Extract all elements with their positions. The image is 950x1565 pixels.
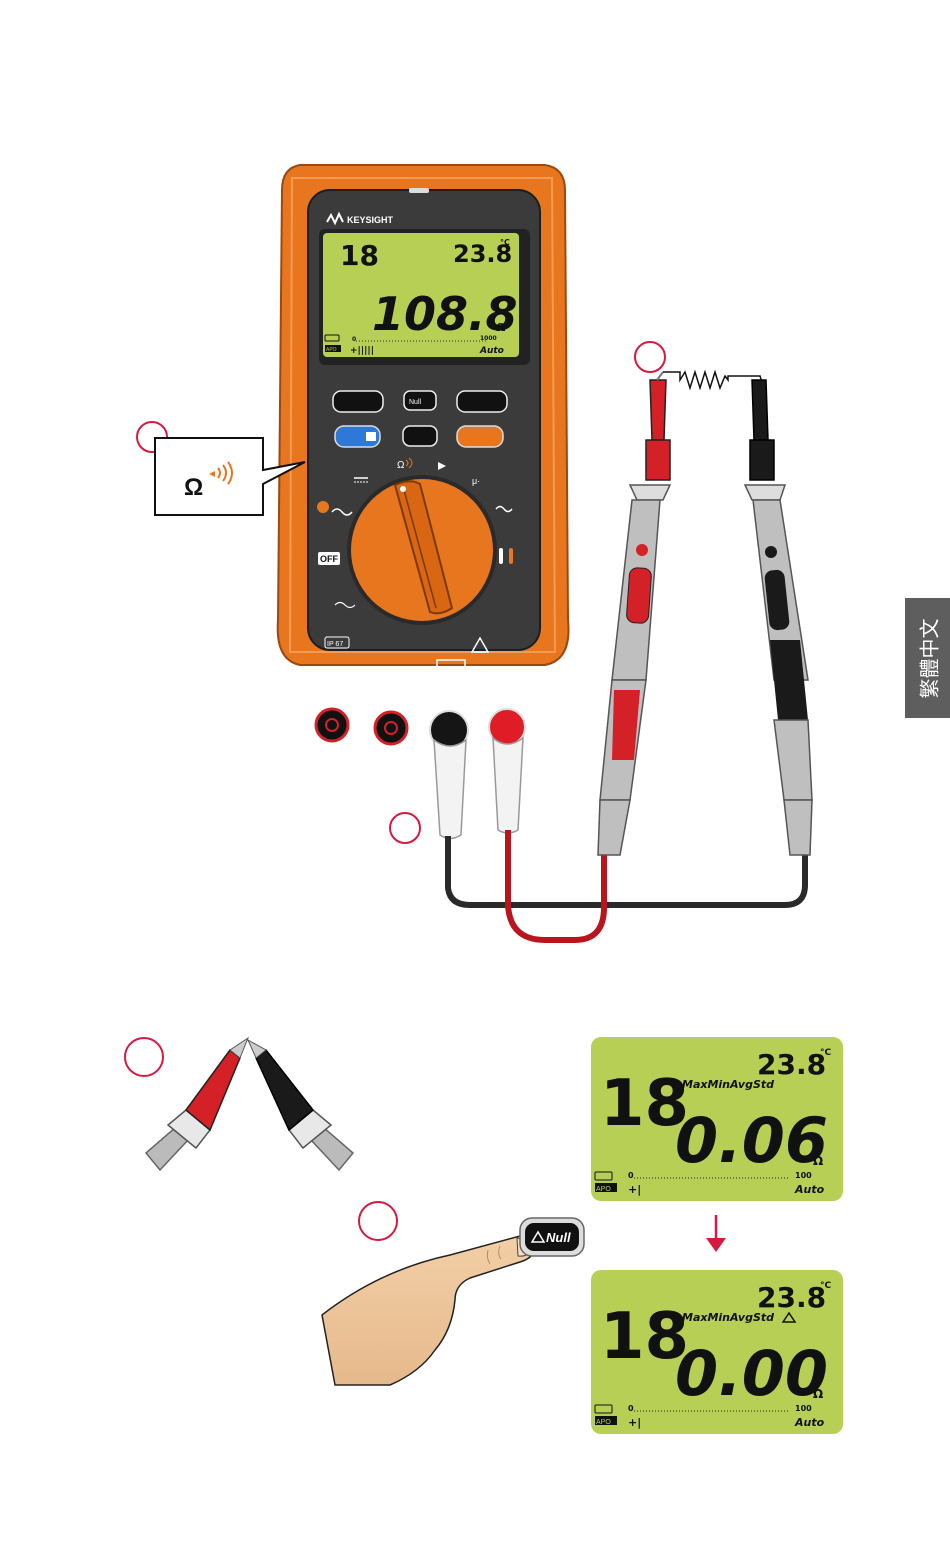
multimeter: KEYSIGHT 18 23.8 °C 108.8 Ω 0 1000 Auto … — [278, 165, 569, 839]
svg-text:APO: APO — [326, 347, 337, 353]
hold-icon — [317, 501, 329, 513]
right-arrow-button[interactable] — [457, 391, 507, 412]
lcd-after-null: 18 MaxMinAvgStd 23.8 °C 0.00 Ω 0 100 Aut… — [591, 1270, 843, 1434]
null-button-closeup[interactable]: Null — [520, 1218, 584, 1256]
svg-text:+|: +| — [628, 1416, 641, 1429]
svg-text:18: 18 — [340, 239, 379, 272]
svg-text:Null: Null — [546, 1230, 571, 1245]
step-marker — [125, 1038, 163, 1076]
svg-text:Null: Null — [409, 399, 422, 406]
shift-icon — [366, 432, 376, 441]
step-marker — [359, 1202, 397, 1240]
svg-text:+|||||: +||||| — [350, 346, 374, 356]
svg-text:°C: °C — [820, 1048, 832, 1058]
svg-text:Ω: Ω — [397, 460, 405, 471]
svg-text:Auto: Auto — [794, 1416, 825, 1429]
main-lcd-unit: Ω — [496, 321, 506, 334]
svg-text:μ·: μ· — [373, 698, 381, 708]
svg-text:Ω: Ω — [813, 1387, 823, 1401]
svg-text:Ω: Ω — [813, 1154, 823, 1168]
svg-text:APO: APO — [596, 1186, 611, 1193]
black-probe — [745, 380, 812, 855]
jack-ma[interactable] — [375, 712, 407, 744]
red-probe — [598, 372, 670, 855]
off-label: OFF — [320, 554, 338, 564]
svg-text:IP 67: IP 67 — [327, 641, 343, 648]
svg-text:APO: APO — [596, 1419, 611, 1426]
orange-button[interactable] — [457, 426, 503, 447]
svg-text:100: 100 — [795, 1404, 812, 1413]
finger-hand — [322, 1236, 535, 1385]
left-arrow-button[interactable] — [333, 391, 383, 412]
language-tab[interactable]: 繁體中文 — [905, 598, 950, 718]
shorted-probes — [146, 1038, 353, 1170]
jack-10a[interactable] — [316, 709, 348, 741]
svg-text:+|: +| — [628, 1183, 641, 1196]
main-lcd-range: Auto — [479, 346, 504, 356]
svg-text:23.8: 23.8 — [757, 1048, 826, 1081]
language-tab-label: 繁體中文 — [913, 618, 942, 698]
svg-text:0: 0 — [352, 336, 356, 343]
svg-text:Ω: Ω — [184, 474, 203, 501]
svg-text:Ω: Ω — [505, 694, 512, 704]
svg-text:0: 0 — [628, 1171, 634, 1180]
svg-text:μ·: μ· — [472, 476, 480, 486]
step-marker — [635, 342, 665, 372]
backlight-button[interactable] — [403, 426, 437, 446]
svg-text:Auto: Auto — [794, 1183, 825, 1196]
after-null-reading: 0.00 — [675, 1337, 828, 1410]
rotary-dial[interactable] — [349, 477, 495, 623]
before-null-reading: 0.06 — [675, 1104, 828, 1177]
svg-text:KEYSIGHT: KEYSIGHT — [347, 215, 394, 225]
svg-text:1000: 1000 — [480, 335, 497, 342]
step-marker — [390, 813, 420, 843]
main-lcd-temp-unit: °C — [500, 238, 510, 247]
svg-text:°C: °C — [820, 1281, 832, 1291]
svg-text:23.8: 23.8 — [757, 1281, 826, 1314]
svg-text:100: 100 — [795, 1171, 812, 1180]
lcd-before-null: 18 MaxMinAvgStd 23.8 °C 0.06 Ω 0 100 Aut… — [591, 1037, 843, 1201]
svg-text:0: 0 — [628, 1404, 634, 1413]
main-lcd: 18 23.8 °C 108.8 Ω 0 1000 Auto APO +||||… — [319, 229, 530, 365]
resistor — [663, 372, 762, 388]
